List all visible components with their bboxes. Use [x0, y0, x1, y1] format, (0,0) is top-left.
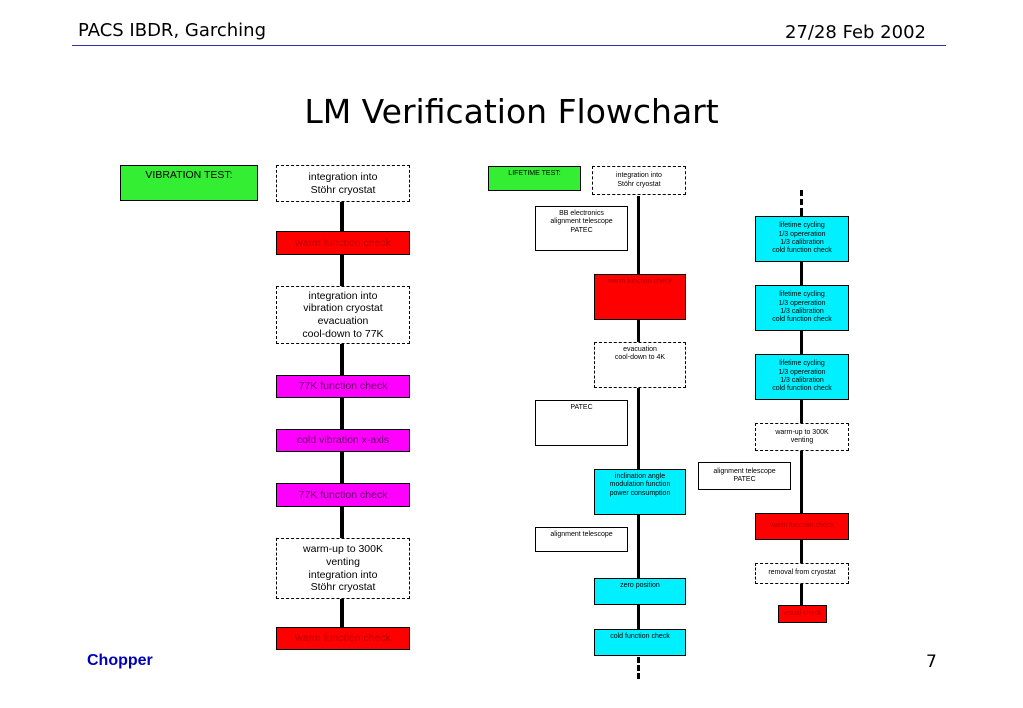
- lt-main-3: evacuation cool-down to 4K: [594, 342, 686, 388]
- vibration-test-label: VIBRATION TEST:: [120, 165, 258, 201]
- vib-step-2: warm function check: [276, 231, 410, 255]
- lt-right-4: warm-up to 300K venting: [755, 423, 849, 451]
- lifetime-flow-line: [637, 196, 640, 644]
- lt-side-3: alignment telescope: [535, 527, 628, 552]
- lt-main-5: zero position: [594, 578, 686, 605]
- lt-side-1: BB electronics alignment telescope PATEC: [535, 206, 628, 251]
- lt-side-2: PATEC: [535, 400, 628, 446]
- vib-step-1: integration into Stöhr cryostat: [276, 165, 410, 202]
- lt-right-5: warm function check: [755, 513, 849, 540]
- lifetime-right-line-start: [800, 190, 803, 214]
- page-title: LM Verification Flowchart: [304, 92, 719, 131]
- vib-step-5: cold vibration x-axis: [276, 429, 410, 452]
- vib-step-8: warm function check: [276, 627, 410, 650]
- header-divider: [72, 45, 946, 46]
- lt-main-1: integration into Stöhr cryostat: [592, 166, 686, 195]
- lifetime-test-label: LIFETIME TEST:: [488, 166, 581, 191]
- lifetime-flow-line-end: [637, 657, 640, 679]
- footer-topic: Chopper: [87, 652, 153, 669]
- lt-main-6: cold function check: [594, 629, 686, 656]
- vib-step-6: 77K function check: [276, 483, 410, 507]
- lt-right-2: lifetime cycling 1/3 opereration 1/3 cal…: [755, 285, 849, 331]
- lt-right-6: removal from cryostat: [755, 563, 849, 584]
- page-number: 7: [926, 652, 937, 672]
- header-left: PACS IBDR, Garching: [78, 20, 267, 41]
- vibration-flow-line: [340, 202, 344, 630]
- lt-right-7: visual check: [778, 605, 827, 623]
- lt-side-right: alignment telescope PATEC: [698, 462, 791, 490]
- lifetime-right-flow-line: [800, 214, 803, 622]
- vib-step-7: warm-up to 300K venting integration into…: [276, 538, 410, 599]
- header-right: 27/28 Feb 2002: [785, 22, 926, 43]
- lt-right-1: lifetime cycling 1/3 opereration 1/3 cal…: [755, 216, 849, 262]
- vib-step-4: 77K function check: [276, 375, 410, 398]
- vib-step-3: integration into vibration cryostat evac…: [276, 286, 410, 344]
- lt-right-3: lifetime cycling 1/3 opereration 1/3 cal…: [755, 354, 849, 400]
- lt-main-4: inclination angle modulation function po…: [594, 469, 686, 515]
- lt-main-2: warm function check: [594, 274, 686, 320]
